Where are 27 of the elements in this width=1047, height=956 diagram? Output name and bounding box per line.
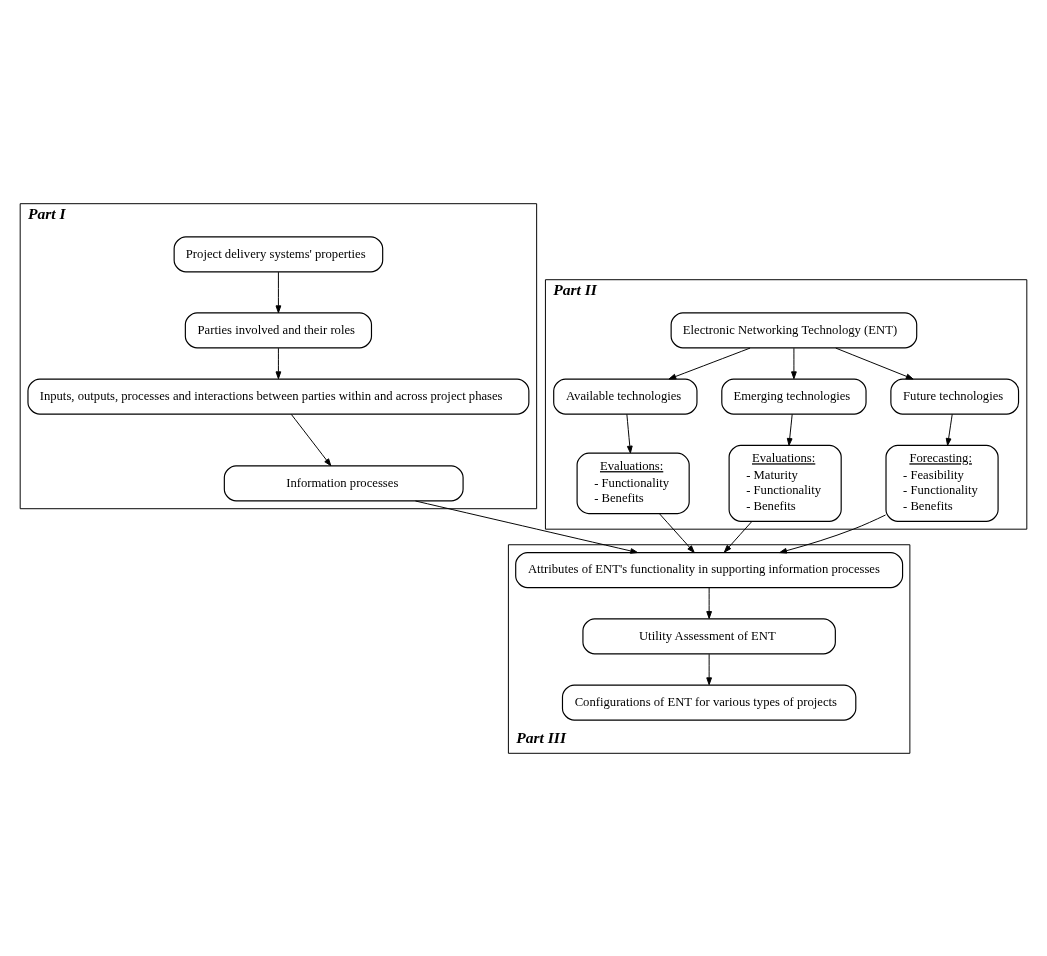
arrow bbox=[275, 271, 282, 313]
arrow bbox=[945, 413, 953, 446]
node-box: Future technologies bbox=[890, 378, 1020, 415]
node-box: Electronic Networking Technology (ENT) bbox=[670, 311, 918, 348]
node-box: Parties involved and their roles bbox=[184, 311, 373, 348]
arrow bbox=[779, 514, 887, 554]
arrow bbox=[706, 653, 712, 685]
node-box: Emerging technologies bbox=[721, 378, 867, 415]
arrow bbox=[668, 347, 751, 379]
node-box: Information processes bbox=[223, 464, 464, 501]
node-box: Configurations of ENT for various types of projects bbox=[561, 684, 857, 721]
arrow bbox=[786, 413, 793, 446]
node-box: Evaluations: - Maturity - Functionality - Benefits bbox=[728, 444, 842, 522]
node-box: Evaluations: - Functionality - Benefits bbox=[576, 452, 690, 514]
arrow bbox=[791, 347, 797, 379]
node-box: Inputs, outputs, processes and interactions between parties within and across project phases bbox=[27, 378, 530, 415]
arrow bbox=[723, 520, 753, 553]
node-box: Attributes of ENT's functionality in supporting information processes bbox=[515, 551, 904, 588]
arrow bbox=[626, 413, 633, 453]
arrow bbox=[706, 587, 712, 619]
node-box: Utility Assessment of ENT bbox=[582, 617, 836, 654]
node-box: Project delivery systems' properties bbox=[173, 235, 384, 272]
arrow bbox=[290, 413, 332, 466]
node-box: Available technologies bbox=[553, 378, 698, 415]
arrow bbox=[275, 347, 282, 379]
node-box: Forecasting: - Feasibility - Functionality - Benefits bbox=[885, 444, 999, 522]
arrow bbox=[835, 347, 914, 379]
